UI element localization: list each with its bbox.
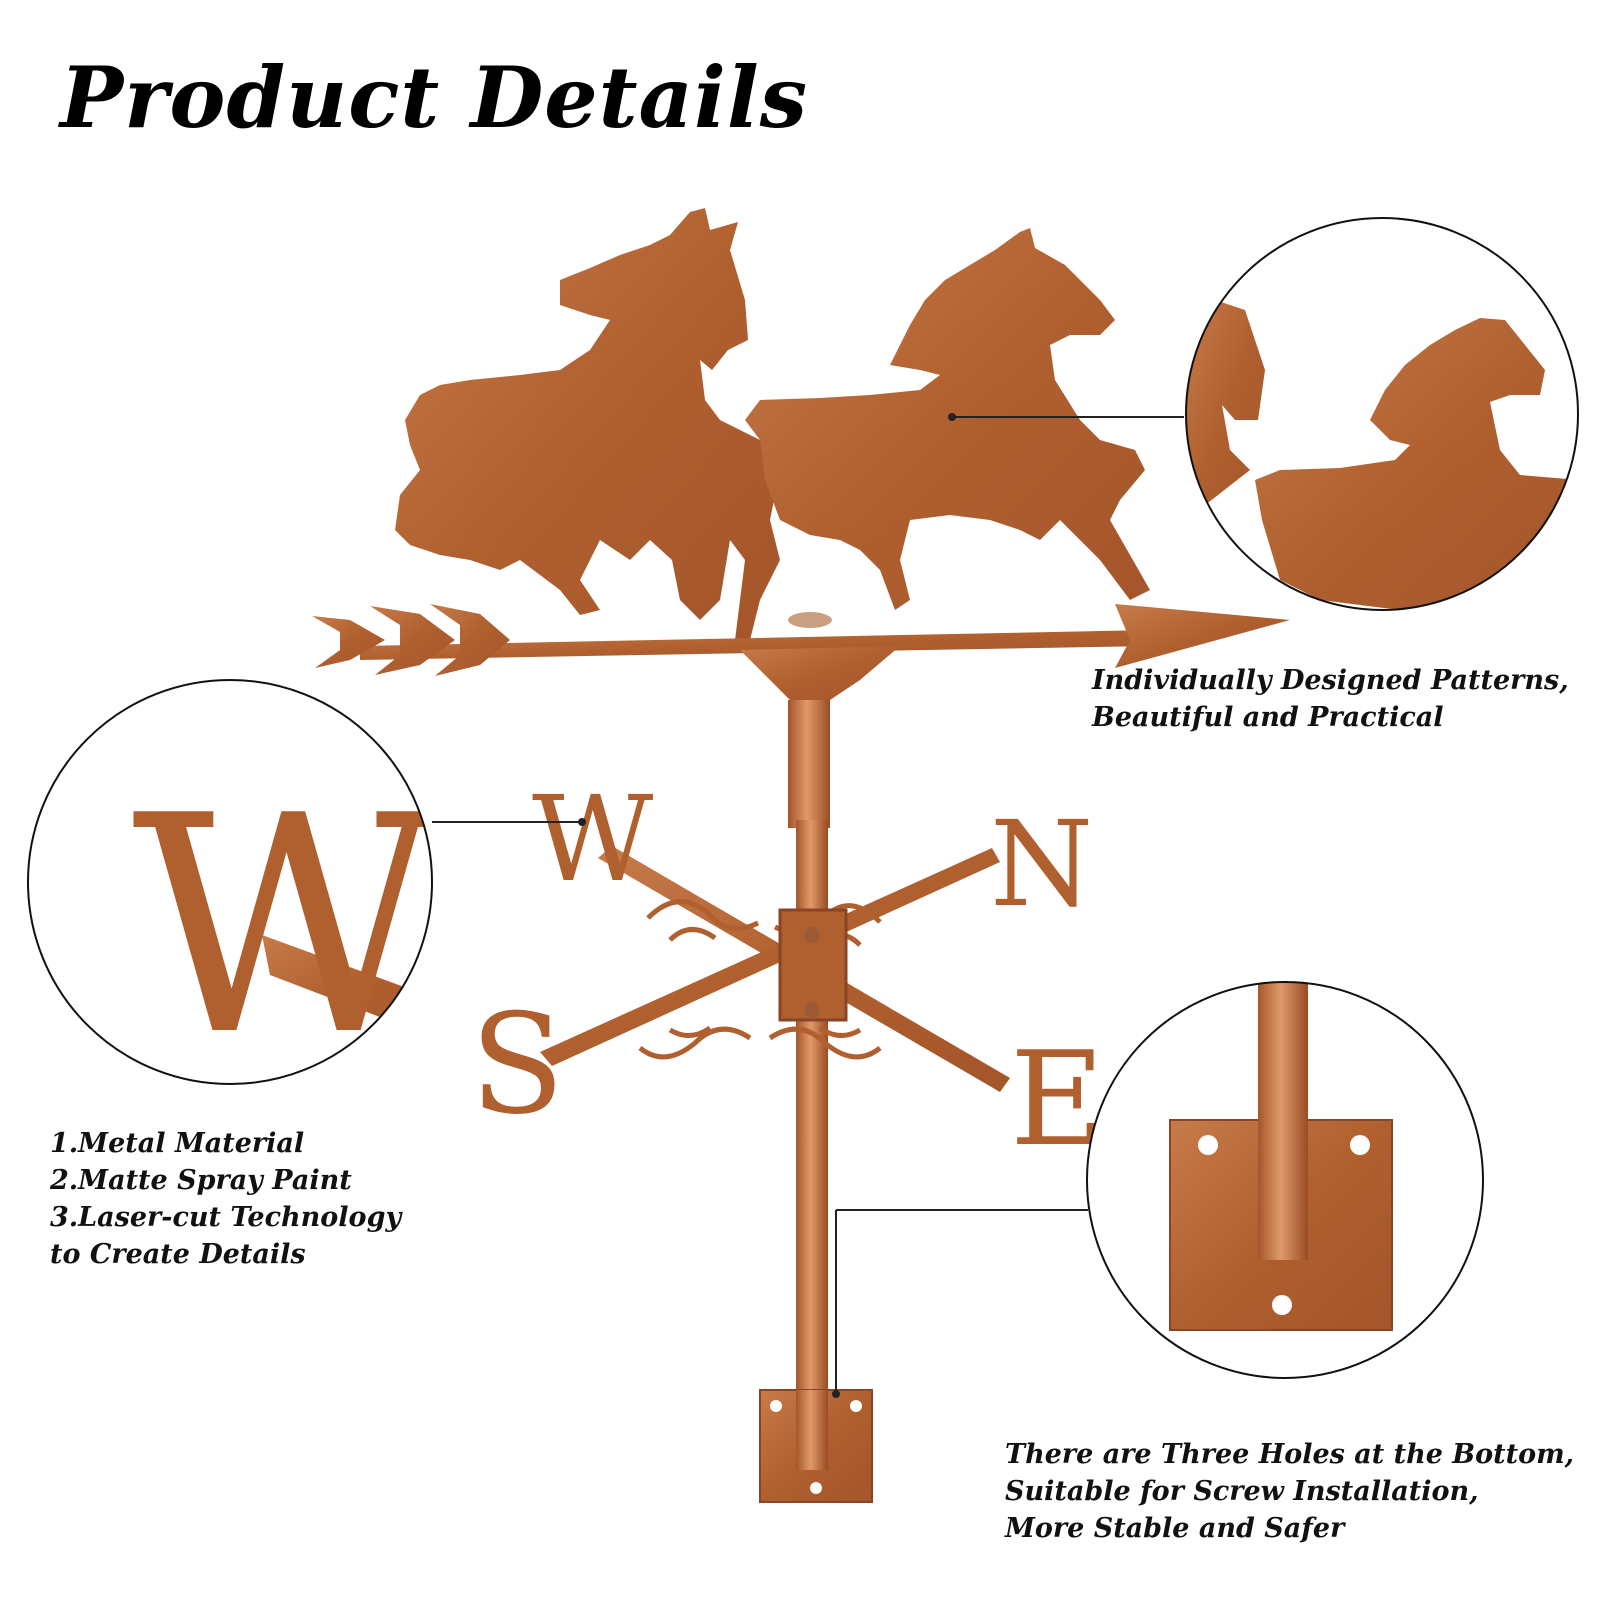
compass-letter-north: N	[990, 795, 1093, 933]
arrow-mount	[740, 646, 900, 700]
svg-text:W: W	[132, 752, 441, 1101]
left-horse-silhouette	[395, 208, 780, 640]
zoom-circle-letter-w: W	[27, 679, 441, 1101]
mount-hole	[850, 1400, 862, 1412]
callout-lines	[432, 413, 1184, 1398]
caption-line: Suitable for Screw Installation,	[1005, 1476, 1479, 1507]
arrow-head	[1115, 604, 1290, 668]
caption-line: Beautiful and Practical	[1092, 702, 1444, 733]
arrow-shaft	[360, 630, 1150, 660]
zoom-circle-base-plate	[1086, 981, 1484, 1379]
caption-line: 1.Metal Material	[50, 1128, 305, 1159]
bolt	[804, 1002, 820, 1018]
upper-pole	[788, 700, 830, 828]
caption-line: 3.Laser-cut Technology	[50, 1202, 402, 1233]
bolt	[804, 927, 820, 943]
caption-patterns: Individually Designed Patterns, Beautifu…	[1092, 662, 1569, 736]
mount-hole	[810, 1482, 822, 1494]
caption-material: 1.Metal Material 2.Matte Spray Paint 3.L…	[50, 1125, 401, 1273]
zoom-circle-horses	[1185, 217, 1579, 611]
arrow-fletching	[312, 604, 510, 676]
base-pole-stub	[796, 1390, 828, 1470]
page-title: Product Details	[60, 48, 809, 147]
pivot-cap	[788, 612, 832, 628]
caption-line: Individually Designed Patterns,	[1092, 665, 1569, 696]
caption-holes: There are Three Holes at the Bottom, Sui…	[1005, 1436, 1574, 1547]
compass-letter-west: W	[532, 770, 653, 908]
caption-line: There are Three Holes at the Bottom,	[1005, 1439, 1575, 1470]
compass-letter-south: S	[470, 984, 565, 1145]
right-horse-silhouette	[745, 228, 1150, 610]
caption-line: 2.Matte Spray Paint	[50, 1165, 352, 1196]
caption-line: More Stable and Safer	[1005, 1513, 1345, 1544]
caption-line: to Create Details	[50, 1239, 306, 1270]
mount-hole	[770, 1400, 782, 1412]
